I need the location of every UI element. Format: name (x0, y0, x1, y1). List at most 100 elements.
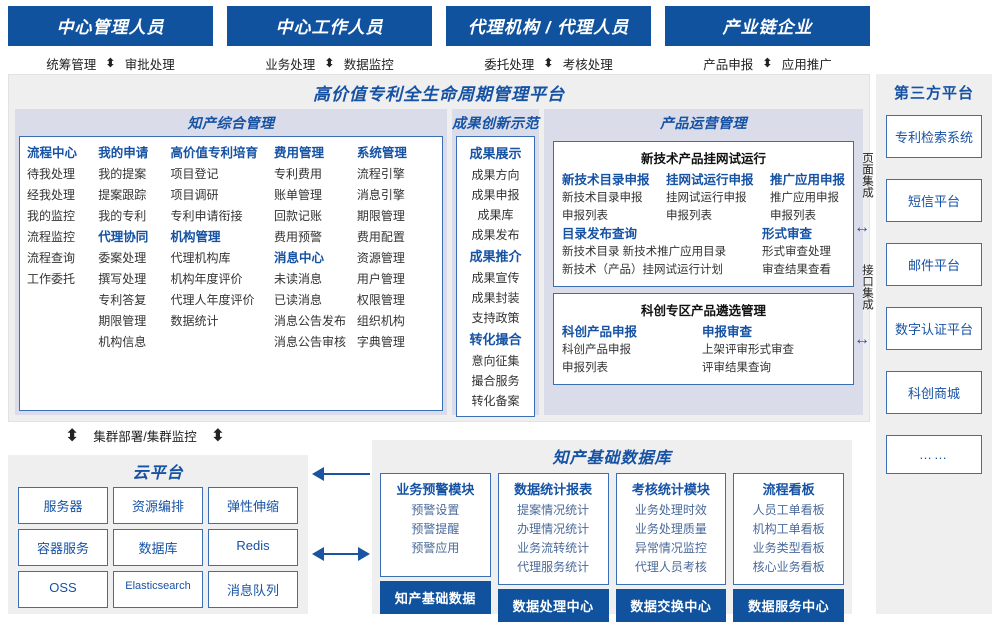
role-title-1[interactable]: 中心工作人员 (227, 6, 432, 46)
cloud-box-elasticsearch[interactable]: Elasticsearch (113, 571, 203, 608)
menu-item[interactable]: 提案跟踪 (98, 188, 147, 202)
group-label[interactable]: 形式审查 (761, 227, 812, 241)
menu-item[interactable]: 评审结果查询 (701, 362, 771, 374)
menu-item[interactable]: 字典管理 (356, 335, 405, 349)
menu-item[interactable]: 新技术（产品）挂网试运行计划 (561, 264, 723, 276)
cloud-box-oss[interactable]: OSS (18, 571, 108, 608)
menu-item[interactable]: 申报列表 (665, 210, 712, 222)
cloud-box-server[interactable]: 服务器 (18, 487, 108, 524)
menu-item[interactable]: 待我处理 (27, 167, 76, 181)
group-label[interactable]: 我的申请 (98, 146, 149, 160)
database-item[interactable]: 业务类型看板 (752, 541, 825, 555)
group-label[interactable]: 代理协同 (98, 230, 149, 244)
menu-item[interactable]: 撮合服务 (471, 374, 520, 388)
third-party-item-more[interactable]: …… (886, 435, 982, 474)
menu-item[interactable]: 上架评审形式审查 (701, 344, 794, 356)
menu-item[interactable]: 成果宣传 (471, 271, 520, 285)
menu-item[interactable]: 未读消息 (273, 272, 322, 286)
menu-item[interactable]: 流程查询 (27, 251, 76, 265)
database-footer-exchange-center[interactable]: 数据交换中心 (615, 589, 727, 622)
group-label[interactable]: 费用管理 (273, 146, 324, 160)
group-label[interactable]: 转化撮合 (469, 332, 522, 347)
group-label[interactable]: 科创产品申报 (561, 325, 637, 339)
database-item[interactable]: 机构工单看板 (752, 522, 825, 536)
group-label[interactable]: 挂网试运行申报 (665, 173, 754, 187)
database-item[interactable]: 预警设置 (411, 503, 460, 517)
menu-item[interactable]: 已读消息 (273, 293, 322, 307)
menu-item[interactable]: 工作委托 (27, 272, 76, 286)
group-label[interactable]: 系统管理 (356, 146, 407, 160)
menu-item[interactable]: 我的专利 (98, 209, 147, 223)
menu-item[interactable]: 流程监控 (27, 230, 76, 244)
menu-item[interactable]: 消息引擎 (356, 188, 405, 202)
database-item[interactable]: 业务处理时效 (634, 503, 707, 517)
menu-item[interactable]: 流程引擎 (356, 167, 405, 181)
menu-item[interactable]: 成果发布 (471, 228, 520, 242)
menu-item[interactable]: 成果申报 (471, 188, 520, 202)
database-item[interactable]: 办理情况统计 (517, 522, 590, 536)
menu-item[interactable]: 撰写处理 (98, 272, 147, 286)
database-item[interactable]: 代理人员考核 (634, 560, 707, 574)
menu-item[interactable]: 科创产品申报 (561, 344, 631, 356)
third-party-item-sms[interactable]: 短信平台 (886, 179, 982, 222)
menu-item[interactable]: 机构年度评价 (170, 272, 243, 286)
database-item[interactable]: 核心业务看板 (752, 560, 825, 574)
group-label[interactable]: 高价值专利培育 (170, 146, 258, 160)
role-title-2[interactable]: 代理机构 / 代理人员 (446, 6, 651, 46)
cloud-box-database[interactable]: 数据库 (113, 529, 203, 566)
database-item[interactable]: 人员工单看板 (752, 503, 825, 517)
database-item[interactable]: 预警应用 (411, 541, 460, 555)
cloud-box-orchestration[interactable]: 资源编排 (113, 487, 203, 524)
cloud-box-redis[interactable]: Redis (208, 529, 298, 566)
group-label[interactable]: 机构管理 (170, 230, 221, 244)
menu-item[interactable]: 申报列表 (561, 210, 608, 222)
database-footer-basic-data[interactable]: 知产基础数据 (380, 581, 491, 614)
menu-item[interactable]: 代理机构库 (170, 251, 231, 265)
database-item[interactable]: 业务流转统计 (517, 541, 590, 555)
menu-item[interactable]: 新技术目录 新技术推广应用目录 (561, 246, 727, 258)
menu-item[interactable]: 专利申请衔接 (170, 209, 243, 223)
menu-item[interactable]: 机构信息 (98, 335, 147, 349)
cloud-box-autoscaling[interactable]: 弹性伸缩 (208, 487, 298, 524)
menu-item[interactable]: 组织机构 (356, 314, 405, 328)
database-footer-service-center[interactable]: 数据服务中心 (733, 589, 844, 622)
group-label[interactable]: 申报审查 (701, 325, 752, 339)
menu-item[interactable]: 转化备案 (471, 394, 520, 408)
group-label[interactable]: 成果推介 (469, 249, 522, 264)
menu-item[interactable]: 期限管理 (356, 209, 405, 223)
menu-item[interactable]: 形式审查处理 (761, 246, 831, 258)
group-label[interactable]: 新技术目录申报 (561, 173, 650, 187)
cloud-box-container[interactable]: 容器服务 (18, 529, 108, 566)
database-item[interactable]: 业务处理质量 (634, 522, 707, 536)
menu-item[interactable]: 挂网试运行申报 (665, 192, 747, 204)
menu-item[interactable]: 期限管理 (98, 314, 147, 328)
menu-item[interactable]: 消息公告审核 (273, 335, 346, 349)
menu-item[interactable]: 申报列表 (561, 362, 608, 374)
third-party-item-patent-search[interactable]: 专利检索系统 (886, 115, 982, 158)
menu-item[interactable]: 数据统计 (170, 314, 219, 328)
menu-item[interactable]: 消息公告发布 (273, 314, 346, 328)
cloud-box-mq[interactable]: 消息队列 (208, 571, 298, 608)
menu-item[interactable]: 项目调研 (170, 188, 219, 202)
menu-item[interactable]: 支持政策 (471, 311, 520, 325)
menu-item[interactable]: 项目登记 (170, 167, 219, 181)
menu-item[interactable]: 费用配置 (356, 230, 405, 244)
menu-item[interactable]: 成果方向 (471, 168, 520, 182)
menu-item[interactable]: 回款记账 (273, 209, 322, 223)
database-item[interactable]: 代理服务统计 (517, 560, 590, 574)
menu-item[interactable]: 账单管理 (273, 188, 322, 202)
menu-item[interactable]: 意向征集 (471, 354, 520, 368)
database-item[interactable]: 异常情况监控 (634, 541, 707, 555)
group-label[interactable]: 目录发布查询 (561, 227, 637, 241)
menu-item[interactable]: 新技术目录申报 (561, 192, 643, 204)
group-label[interactable]: 成果展示 (469, 146, 522, 161)
group-label[interactable]: 推广应用申报 (769, 173, 845, 187)
third-party-item-email[interactable]: 邮件平台 (886, 243, 982, 286)
database-item[interactable]: 提案情况统计 (517, 503, 590, 517)
third-party-item-ca[interactable]: 数字认证平台 (886, 307, 982, 350)
menu-item[interactable]: 资源管理 (356, 251, 405, 265)
menu-item[interactable]: 我的监控 (27, 209, 76, 223)
menu-item[interactable]: 专利答复 (98, 293, 147, 307)
menu-item[interactable]: 专利费用 (273, 167, 322, 181)
database-item[interactable]: 预警提醒 (411, 522, 460, 536)
